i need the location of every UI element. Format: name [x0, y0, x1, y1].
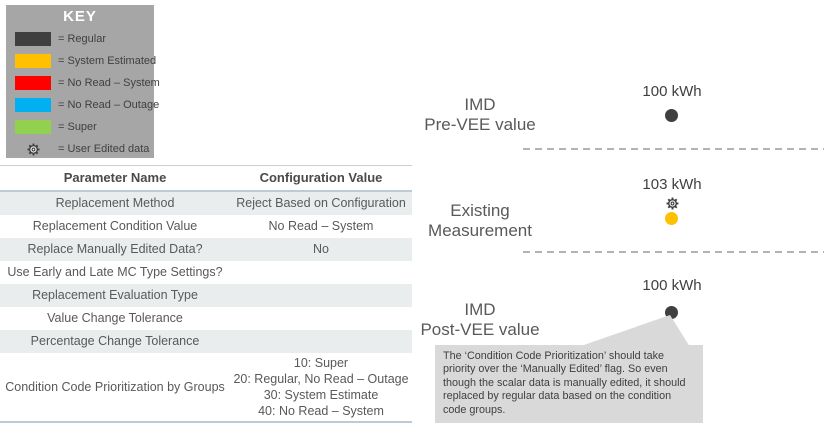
configuration-value [230, 330, 412, 353]
no-read-outage-swatch [15, 98, 51, 112]
section-label-line: Measurement [428, 221, 532, 241]
configuration-value [230, 284, 412, 307]
table-row: Replacement Evaluation Type [0, 284, 412, 307]
key-item-no-read-system: = No Read – System [6, 72, 160, 94]
user-edited-gear-icon [666, 197, 679, 215]
table-header-row: Parameter Name Configuration Value [0, 165, 412, 192]
key-item-regular: = Regular [6, 28, 154, 50]
pre-vee-value: 100 kWh [642, 83, 702, 100]
key-item-no-read-outage: = No Read – Outage [6, 94, 159, 116]
parameter-name: Use Early and Late MC Type Settings? [7, 265, 223, 279]
parameter-name: Percentage Change Tolerance [30, 334, 200, 348]
parameter-table: Parameter Name Configuration Value Repla… [0, 165, 412, 423]
callout-pointer [578, 315, 690, 347]
table-row: Percentage Change Tolerance [0, 330, 412, 353]
table-row: Replacement Method Reject Based on Confi… [0, 192, 412, 215]
key-title: KEY [63, 8, 97, 25]
priority-group-line: 30: System Estimate [263, 388, 379, 402]
parameter-name: Replacement Evaluation Type [32, 288, 198, 302]
key-item-label: = Regular [58, 33, 107, 45]
configuration-value: No Read – System [268, 219, 374, 233]
legend-key: KEY = Regular = System Estimated = No Re… [6, 5, 160, 160]
key-item-label: = System Estimated [58, 55, 157, 67]
parameter-name: Replacement Method [55, 196, 175, 210]
regular-swatch [15, 32, 51, 46]
key-item-label: = User Edited data [58, 143, 150, 155]
column-header-configuration-value: Configuration Value [259, 170, 383, 185]
configuration-value [230, 307, 412, 330]
table-row: Replacement Condition Value No Read – Sy… [0, 215, 412, 238]
section-label-existing-measurement: Existing Measurement [400, 201, 560, 241]
key-item-user-edited: = User Edited data [6, 138, 154, 160]
parameter-name: Value Change Tolerance [47, 311, 183, 325]
section-label-line: IMD [464, 300, 496, 319]
section-label-line: Post-VEE value [420, 320, 540, 340]
configuration-value [230, 261, 412, 284]
parameter-name: Replacement Condition Value [32, 219, 198, 233]
section-label-post-vee: IMD Post-VEE value [400, 300, 560, 340]
priority-group-line: 40: No Read – System [258, 404, 384, 418]
priority-group-line: 10: Super [293, 356, 349, 370]
key-item-label: = Super [58, 121, 97, 133]
no-read-system-swatch [15, 76, 51, 90]
section-divider-dashed-line [523, 148, 824, 150]
pre-vee-data-point [665, 109, 678, 122]
table-row: Value Change Tolerance [0, 307, 412, 330]
column-header-parameter-name: Parameter Name [63, 170, 167, 185]
system-estimated-swatch [15, 54, 51, 68]
table-row: Replace Manually Edited Data? No [0, 238, 412, 261]
section-label-pre-vee: IMD Pre-VEE value [400, 95, 560, 135]
section-divider-dashed-line [523, 251, 824, 253]
configuration-value: Reject Based on Configuration [236, 196, 406, 210]
parameter-name: Condition Code Prioritization by Groups [5, 380, 225, 394]
table-row: Use Early and Late MC Type Settings? [0, 261, 412, 284]
key-item-super: = Super [6, 116, 154, 138]
section-label-line: IMD [464, 95, 496, 114]
section-label-line: Existing [450, 201, 510, 220]
priority-group-line: 20: Regular, No Read – Outage [233, 372, 409, 386]
table-row-condition-code-prioritization: Condition Code Prioritization by Groups … [0, 353, 412, 423]
existing-measurement-data-point [665, 212, 678, 225]
configuration-value-multiline: 10: Super 20: Regular, No Read – Outage … [230, 355, 412, 419]
key-item-label: = No Read – System [58, 77, 160, 89]
existing-measurement-value: 103 kWh [642, 176, 702, 193]
post-vee-value: 100 kWh [642, 277, 702, 294]
key-item-system-estimated: = System Estimated [6, 50, 157, 72]
key-item-label: = No Read – Outage [58, 99, 160, 111]
configuration-value: No [313, 242, 329, 256]
super-swatch [15, 120, 51, 134]
section-label-line: Pre-VEE value [424, 115, 536, 135]
callout-note: The ‘Condition Code Prioritization’ shou… [435, 345, 703, 423]
parameter-name: Replace Manually Edited Data? [27, 242, 203, 256]
gear-icon [15, 143, 51, 156]
